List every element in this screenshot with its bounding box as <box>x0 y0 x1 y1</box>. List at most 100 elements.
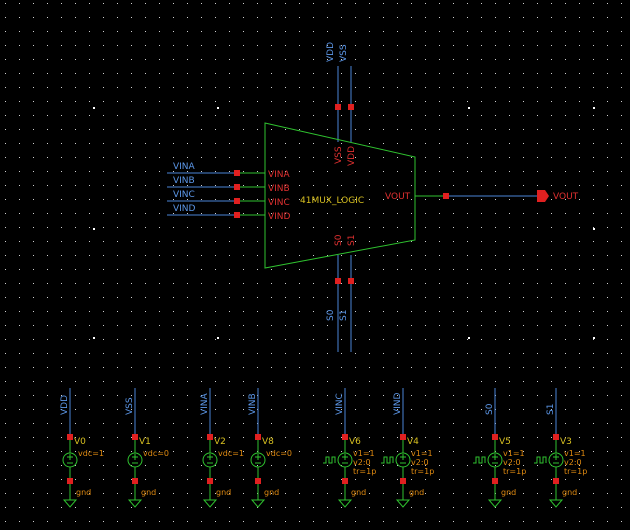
net-label-vss-top: VSS <box>339 44 349 62</box>
source-instance-name: V1 <box>139 437 151 447</box>
source-plus-pin[interactable] <box>342 434 348 440</box>
source-param: v2:0 <box>503 458 521 467</box>
source-instance-name: V3 <box>560 437 572 447</box>
block-pin-vinb: VINB <box>268 184 290 194</box>
grid-anchor-dot <box>468 107 470 109</box>
pulse-waveform-icon <box>534 456 547 464</box>
ground-icon <box>127 499 143 508</box>
source-param: tr=1p <box>564 467 587 476</box>
source-plus-pin[interactable] <box>492 434 498 440</box>
net-label-vinc: VINC <box>173 190 195 200</box>
source-net-label: S0 <box>485 403 495 415</box>
source-minus-pin[interactable] <box>400 478 406 484</box>
grid-anchor-dot <box>93 107 95 109</box>
s0-bottom-pin[interactable] <box>335 278 341 284</box>
ground-icon <box>202 499 218 508</box>
ground-label: gnd <box>141 488 156 497</box>
source-minus-pin[interactable] <box>207 478 213 484</box>
source-param: vdc=1 <box>218 449 244 458</box>
pulse-waveform-icon <box>473 456 486 464</box>
vdd-top-pin[interactable] <box>335 104 341 110</box>
vind-pin[interactable] <box>234 212 240 218</box>
source-net-label: S1 <box>546 404 556 415</box>
pulse-waveform-icon <box>323 456 336 464</box>
bottom-select-nets: S0 S1 <box>326 255 354 352</box>
vout-pin[interactable] <box>443 193 449 199</box>
input-nets: VINA VINB VINC VIND <box>167 162 265 218</box>
vina-pin[interactable] <box>234 170 240 176</box>
block-pin-s0: S0 <box>334 234 344 246</box>
net-label-s0-bottom: S0 <box>326 309 336 321</box>
pulse-waveform-icon <box>381 456 394 464</box>
top-supply-nets: VDD VSS <box>326 42 354 142</box>
source-minus-pin[interactable] <box>132 478 138 484</box>
source-param: tr=1p <box>353 467 376 476</box>
source-instance-name: V5 <box>499 437 511 447</box>
vinc-pin[interactable] <box>234 198 240 204</box>
source-plus-pin[interactable] <box>132 434 138 440</box>
ground-icon <box>250 499 266 508</box>
output-net: VOUT <box>415 190 579 202</box>
source-param: tr=1p <box>503 467 526 476</box>
source-plus-pin[interactable] <box>400 434 406 440</box>
source-minus-pin[interactable] <box>492 478 498 484</box>
ground-icon <box>548 499 564 508</box>
source-param: v1=1 <box>411 449 433 458</box>
source-minus-pin[interactable] <box>255 478 261 484</box>
source-net-label: VINB <box>248 393 258 415</box>
source-plus-pin[interactable] <box>67 434 73 440</box>
net-label-vinb: VINB <box>173 176 195 186</box>
ground-label: gnd <box>76 488 91 497</box>
block-pin-vinc: VINC <box>268 198 290 208</box>
vss-top-pin[interactable] <box>348 104 354 110</box>
net-label-vina: VINA <box>173 162 196 172</box>
block-pin-vind: VIND <box>268 212 291 222</box>
source-param: vdc=0 <box>143 449 169 458</box>
mux-trapezoid[interactable] <box>264 122 416 269</box>
source-param: v1=1 <box>564 449 586 458</box>
s1-bottom-pin[interactable] <box>348 278 354 284</box>
mux-block[interactable]: 41MUX_LOGIC VINA VINB VINC VIND VSS VDD … <box>264 122 416 269</box>
source-instance-name: V6 <box>349 437 361 447</box>
ground-icon <box>337 499 353 508</box>
block-pin-s1: S1 <box>347 235 357 246</box>
ground-label: gnd <box>501 488 516 497</box>
source-net-label: VSS <box>125 397 135 415</box>
grid-anchor-dot <box>593 337 595 339</box>
ground-label: gnd <box>264 488 279 497</box>
source-param: v1=1 <box>503 449 525 458</box>
source-net-label: VIND <box>393 392 403 415</box>
net-label-vdd-top: VDD <box>326 42 336 62</box>
ground-label: gnd <box>216 488 231 497</box>
output-port-icon[interactable] <box>537 190 549 202</box>
source-plus-pin[interactable] <box>207 434 213 440</box>
ground-icon <box>62 499 78 508</box>
block-pin-vss: VSS <box>334 146 344 164</box>
output-port-label: VOUT <box>553 192 579 202</box>
grid-anchor-dot <box>217 107 219 109</box>
stimulus-sources: VDDV0vdc=1gndVSSV1vdc=0gndVINAV2vdc=1gnd… <box>60 388 587 508</box>
source-minus-pin[interactable] <box>67 478 73 484</box>
ground-label: gnd <box>409 488 424 497</box>
grid-anchor-dot <box>93 228 95 230</box>
grid-anchor-dot <box>593 107 595 109</box>
source-minus-pin[interactable] <box>342 478 348 484</box>
block-pin-vina: VINA <box>268 170 291 180</box>
block-pin-vout: VOUT <box>385 192 411 202</box>
source-instance-name: V0 <box>74 437 86 447</box>
vinb-pin[interactable] <box>234 184 240 190</box>
source-param: vdc=1 <box>78 449 104 458</box>
source-plus-pin[interactable] <box>553 434 559 440</box>
grid-anchor-dot <box>593 228 595 230</box>
source-minus-pin[interactable] <box>553 478 559 484</box>
source-plus-pin[interactable] <box>255 434 261 440</box>
voltage-source-v1[interactable]: VSS V1 vdc=0 gnd <box>125 388 169 508</box>
